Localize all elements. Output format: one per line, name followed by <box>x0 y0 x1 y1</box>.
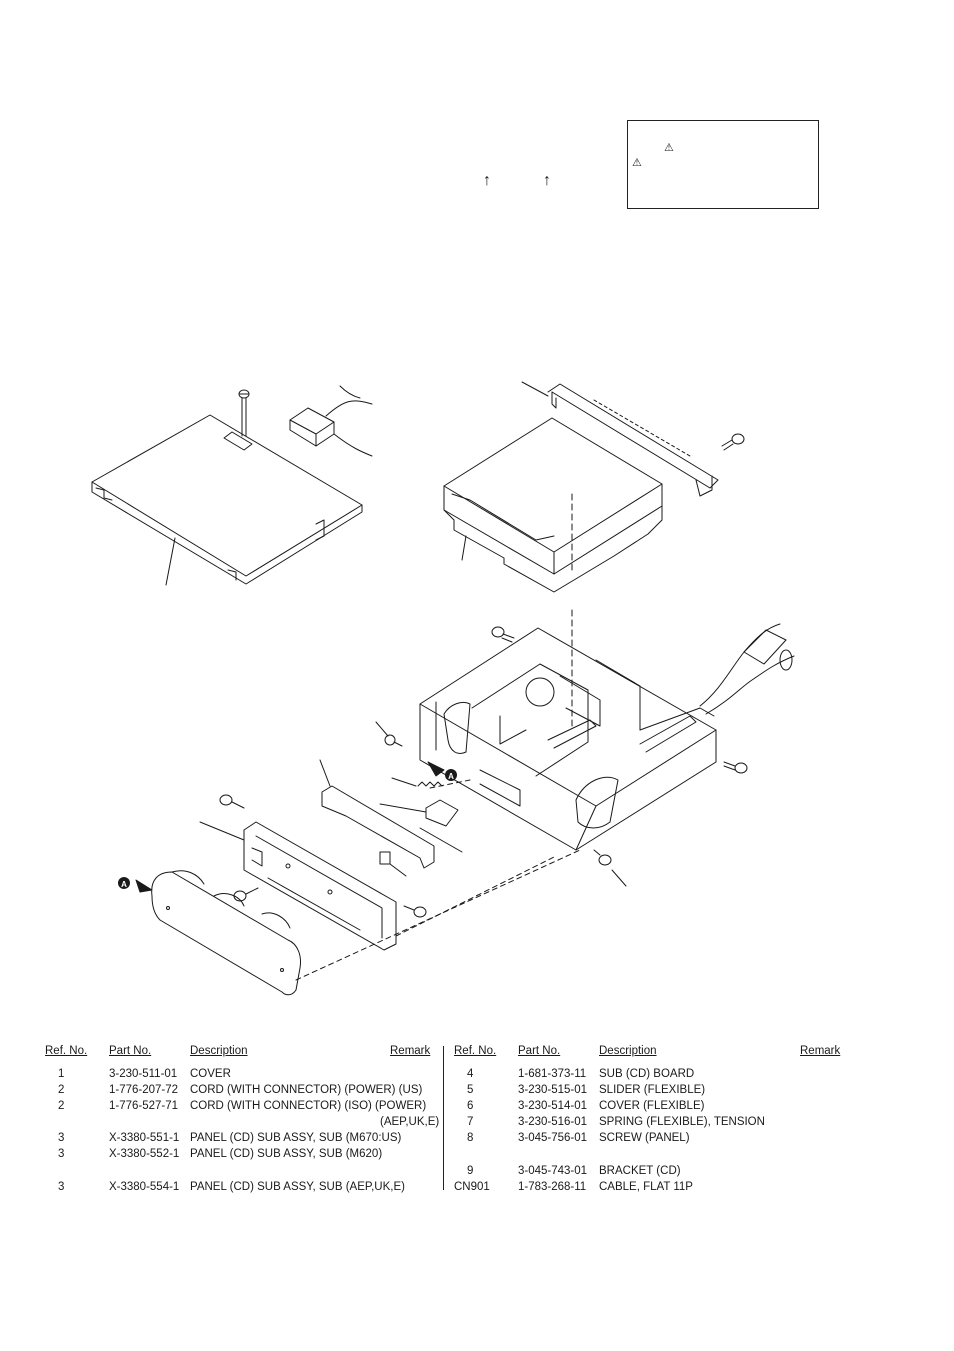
ref-no: 2 <box>58 1100 65 1112</box>
arrow-up-icon: ↑ <box>483 172 491 189</box>
ref-no: 4 <box>467 1068 474 1080</box>
ref-no: 1 <box>58 1068 65 1080</box>
ref-no: 6 <box>467 1100 474 1112</box>
col-header-remark: Remark <box>800 1045 841 1057</box>
table-divider <box>443 1046 444 1190</box>
note-box: ⚠ ⚠ <box>627 120 819 209</box>
assembly-lines <box>295 779 581 981</box>
ref-no: 3 <box>58 1132 65 1144</box>
part-no: 1-776-207-72 <box>109 1084 179 1096</box>
main-chassis <box>419 609 717 851</box>
flexible-cover-part <box>379 799 459 877</box>
col-header-description: Description <box>599 1045 657 1057</box>
description: COVER (FLEXIBLE) <box>599 1100 705 1112</box>
cover-part <box>91 414 363 586</box>
col-header-part-no: Part No. <box>109 1045 152 1057</box>
slider-part <box>319 759 435 869</box>
part-no: 3-230-515-01 <box>518 1084 588 1096</box>
col-header-remark: Remark <box>390 1045 431 1057</box>
ref-no: 9 <box>467 1165 474 1177</box>
screw-icon <box>593 849 627 887</box>
description: PANEL (CD) SUB ASSY, SUB (M620) <box>190 1148 383 1160</box>
panel-frame-part <box>199 821 397 951</box>
svg-text:A: A <box>448 772 454 781</box>
screw-icon <box>723 761 748 774</box>
description: CORD (WITH CONNECTOR) (ISO) (POWER) <box>190 1100 427 1112</box>
description: SCREW (PANEL) <box>599 1132 690 1144</box>
ref-no: 3 <box>58 1181 65 1193</box>
connector-part <box>289 385 373 457</box>
col-header-part-no: Part No. <box>518 1045 561 1057</box>
part-no: 3-045-743-01 <box>518 1165 588 1177</box>
bracket-part <box>521 381 719 497</box>
ref-no: 5 <box>467 1084 474 1096</box>
part-no: 1-681-373-11 <box>518 1068 587 1080</box>
col-header-ref-no: Ref. No. <box>45 1045 88 1057</box>
marker-a: A <box>118 877 153 893</box>
description: SPRING (FLEXIBLE), TENSION <box>599 1116 765 1128</box>
part-no: 1-776-527-71 <box>109 1100 179 1112</box>
exploded-view-diagram: A A <box>91 381 795 996</box>
ref-no: 7 <box>467 1116 474 1128</box>
screw-icon <box>384 734 403 747</box>
screw-icon <box>219 794 245 809</box>
part-no: 3-230-511-01 <box>109 1068 178 1080</box>
description: CORD (WITH CONNECTOR) (POWER) (US) <box>190 1084 423 1096</box>
ref-no: CN901 <box>454 1181 490 1193</box>
warning-icon: ⚠ <box>664 142 674 154</box>
svg-text:A: A <box>121 880 127 889</box>
part-no: 1-783-268-11 <box>518 1181 587 1193</box>
part-no: X-3380-551-1 <box>109 1132 180 1144</box>
ref-no: 2 <box>58 1084 65 1096</box>
description: COVER <box>190 1068 231 1080</box>
description: PANEL (CD) SUB ASSY, SUB (AEP,UK,E) <box>190 1181 405 1193</box>
ref-no: 8 <box>467 1132 474 1144</box>
screw-icon <box>403 905 427 918</box>
col-header-description: Description <box>190 1045 248 1057</box>
cable-bundle <box>699 623 795 715</box>
leader-lines <box>375 721 463 853</box>
ref-no: 3 <box>58 1148 65 1160</box>
description: PANEL (CD) SUB ASSY, SUB (M670:US) <box>190 1132 402 1144</box>
description: SUB (CD) BOARD <box>599 1068 695 1080</box>
part-no: 3-045-756-01 <box>518 1132 588 1144</box>
marker-a: A <box>427 761 457 781</box>
col-header-ref-no: Ref. No. <box>454 1045 497 1057</box>
description: BRACKET (CD) <box>599 1165 681 1177</box>
screw-icon <box>491 626 515 643</box>
spring-part <box>391 777 443 787</box>
part-no: 3-230-516-01 <box>518 1116 588 1128</box>
screw-icon <box>238 389 250 437</box>
part-no: X-3380-552-1 <box>109 1148 180 1160</box>
part-no: 3-230-514-01 <box>518 1100 588 1112</box>
arrow-up-icon: ↑ <box>543 172 551 189</box>
description: CABLE, FLAT 11P <box>599 1181 693 1193</box>
cd-mechanism-block <box>443 417 663 593</box>
part-no: X-3380-554-1 <box>109 1181 180 1193</box>
description: SLIDER (FLEXIBLE) <box>599 1084 706 1096</box>
warning-icon: ⚠ <box>632 157 642 169</box>
screw-icon <box>233 887 259 902</box>
screw-icon <box>721 433 745 451</box>
description: (AEP,UK,E) <box>380 1116 440 1128</box>
